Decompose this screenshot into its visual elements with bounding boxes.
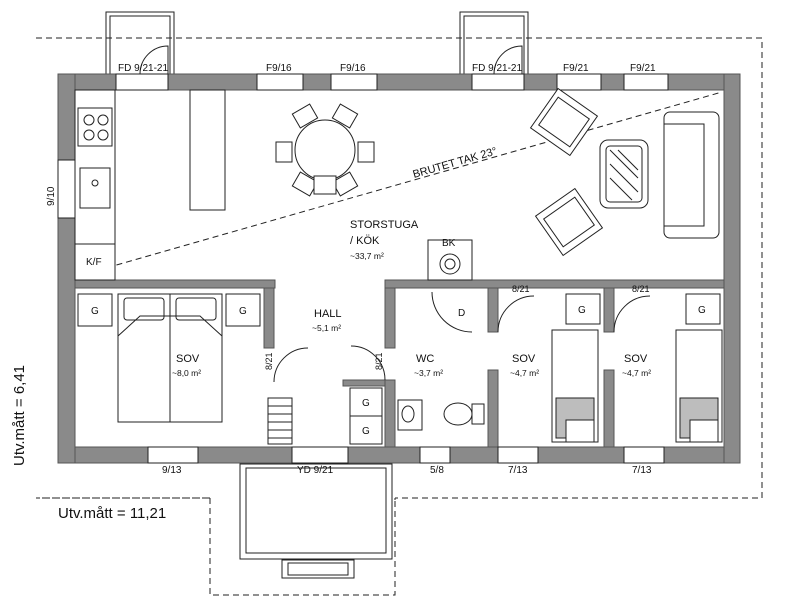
label-fd-right: FD 9/21-21 <box>472 63 522 74</box>
room-sov3-title: SOV <box>624 353 648 365</box>
room-storstuga-subtitle: / KÖK <box>350 235 380 247</box>
label-fd-left: FD 9/21-21 <box>118 63 168 74</box>
room-sov2-title: SOV <box>512 353 536 365</box>
openings <box>57 73 669 464</box>
label-door-wc: 8/21 <box>374 352 384 370</box>
entrance-porch <box>239 463 393 579</box>
label-window-bottom-4: 7/13 <box>632 465 652 476</box>
label-window-bottom-1: 9/13 <box>162 465 182 476</box>
label-door-sov3: 8/21 <box>632 284 650 294</box>
door-swings <box>273 291 651 383</box>
label-kf: K/F <box>86 257 102 268</box>
room-sov1-area: ~8,0 m² <box>172 368 201 378</box>
room-hall-title: HALL <box>314 308 342 320</box>
room-storstuga-title: STORSTUGA <box>350 219 419 231</box>
kitchen <box>74 89 226 281</box>
label-window-1: F9/16 <box>266 63 292 74</box>
room-wc-area: ~3,7 m² <box>414 368 443 378</box>
bedroom2-furniture <box>551 293 601 443</box>
dimension-width: Utv.mått = 11,21 <box>58 505 166 522</box>
bedroom3-furniture <box>675 293 723 443</box>
room-hall-area: ~5,1 m² <box>312 323 341 333</box>
dining-table <box>275 103 375 197</box>
label-g-sov2: G <box>578 305 586 316</box>
label-window-4: F9/21 <box>630 63 656 74</box>
dimension-height: Utv.mått = 6,41 <box>11 365 28 466</box>
label-window-bottom-3: 7/13 <box>508 465 528 476</box>
wc-fixtures <box>397 399 485 431</box>
room-storstuga-area: ~33,7 m² <box>350 251 384 261</box>
label-g-hall-top: G <box>362 398 370 409</box>
label-g-sov1-left: G <box>91 306 99 317</box>
roof-break-line <box>77 91 723 277</box>
label-bk: BK <box>442 238 456 249</box>
label-d: D <box>458 308 465 319</box>
roof-outline <box>36 37 763 596</box>
bedroom1-furniture <box>77 293 261 423</box>
label-window-2: F9/16 <box>340 63 366 74</box>
stove <box>427 239 473 281</box>
label-door-sov2: 8/21 <box>512 284 530 294</box>
label-window-3: F9/21 <box>563 63 589 74</box>
label-g-hall-bottom: G <box>362 426 370 437</box>
interior-walls <box>74 279 725 448</box>
roof-break-label: BRUTET TAK 23° <box>412 145 499 180</box>
living-furniture <box>529 87 720 257</box>
room-sov1-title: SOV <box>176 353 200 365</box>
label-window-bottom-2: 5/8 <box>430 465 444 476</box>
label-door-hall: 8/21 <box>264 352 274 370</box>
label-g-sov3: G <box>698 305 706 316</box>
label-window-left: 9/10 <box>46 186 57 206</box>
label-g-sov1-right: G <box>239 306 247 317</box>
room-wc-title: WC <box>416 353 434 365</box>
room-sov3-area: ~4,7 m² <box>622 368 651 378</box>
label-front-door: YD 9/21 <box>297 465 334 476</box>
hall-furniture <box>267 387 383 445</box>
room-sov2-area: ~4,7 m² <box>510 368 539 378</box>
